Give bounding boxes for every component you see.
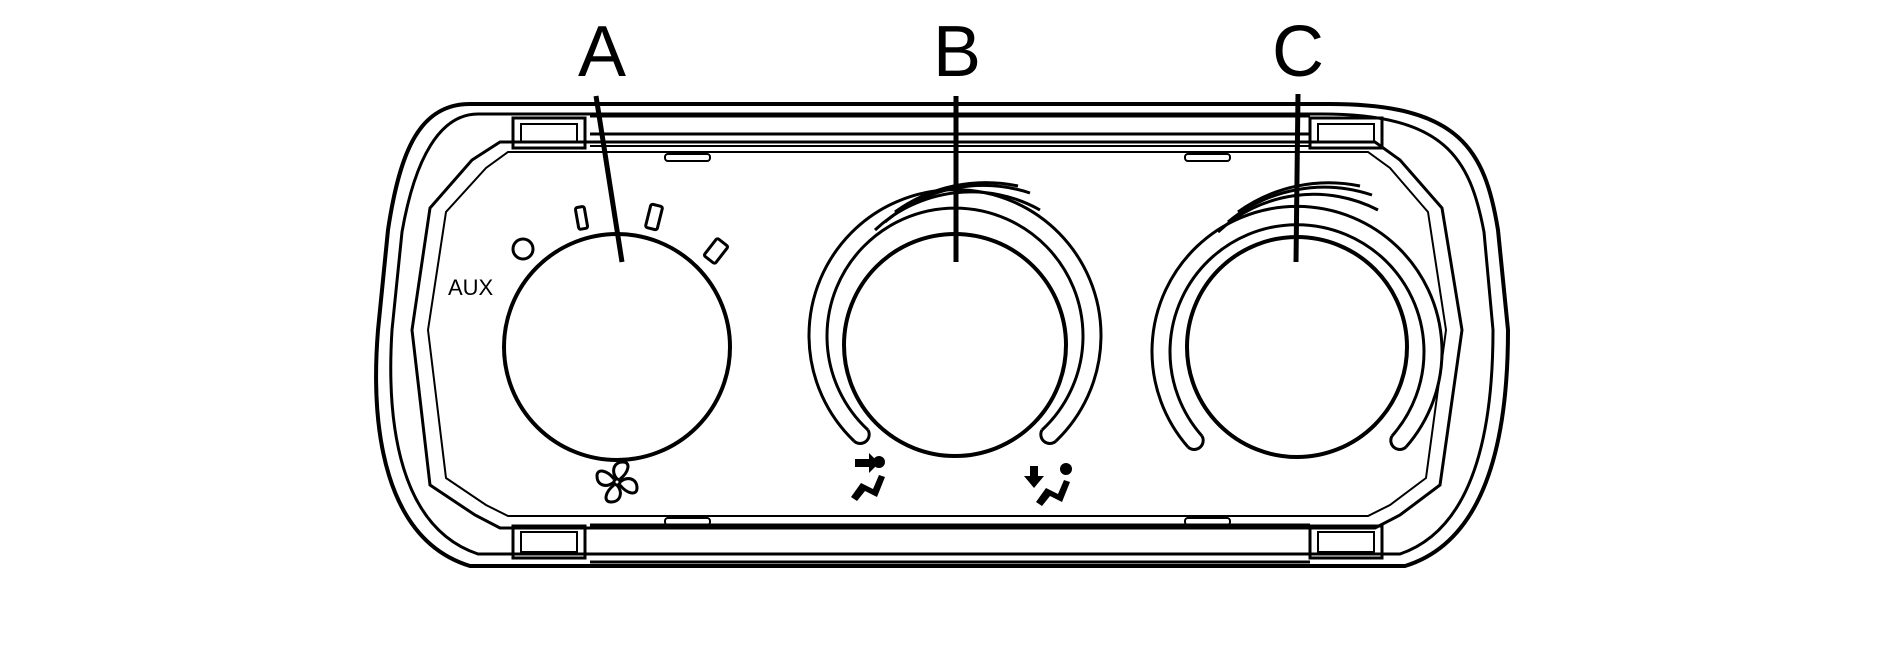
rail-slot [664, 153, 711, 162]
corner-clip [511, 116, 587, 150]
bezel-outer-edge [374, 102, 1511, 568]
corner-clip-inner [520, 123, 578, 143]
callout-a-leader [593, 95, 625, 263]
off-position-marker [511, 237, 535, 261]
corner-clip-inner [520, 531, 578, 553]
callout-c: C [1272, 12, 1324, 92]
mode-knob[interactable] [842, 232, 1068, 458]
face-inner-outline [426, 151, 1448, 517]
corner-clip-inner [1317, 531, 1375, 553]
speed-3-marker [703, 237, 729, 265]
callout-b: B [933, 12, 981, 92]
face-outline [410, 140, 1464, 530]
panel-bezel [374, 102, 1511, 568]
bezel-inner-edge [389, 112, 1495, 556]
corner-clip [1308, 524, 1384, 560]
corner-clip [1308, 116, 1384, 150]
floor-airflow-icon [1024, 463, 1072, 506]
temperature-knob[interactable] [1185, 235, 1409, 459]
rail-slot [664, 517, 711, 526]
ring-end-cap [852, 429, 871, 445]
corner-clip [511, 524, 587, 560]
aux-label: AUX [448, 275, 494, 300]
fan-speed-knob[interactable] [502, 232, 732, 462]
corner-clip-inner [1317, 123, 1375, 143]
rail-slot [1184, 153, 1231, 162]
ring-end-cap [1039, 429, 1058, 445]
speed-1-marker [573, 205, 590, 231]
vent-airflow-icon [851, 453, 885, 501]
ring-end-cap [1186, 435, 1205, 451]
callout-c-leader [1293, 93, 1301, 263]
fan-icon [595, 460, 639, 504]
rail-slot [1184, 517, 1231, 526]
speed-2-marker [644, 202, 664, 232]
fan-speed-knob-group: AUX [448, 202, 732, 504]
callout-a: A [578, 12, 626, 92]
ring-end-cap [1389, 435, 1408, 451]
